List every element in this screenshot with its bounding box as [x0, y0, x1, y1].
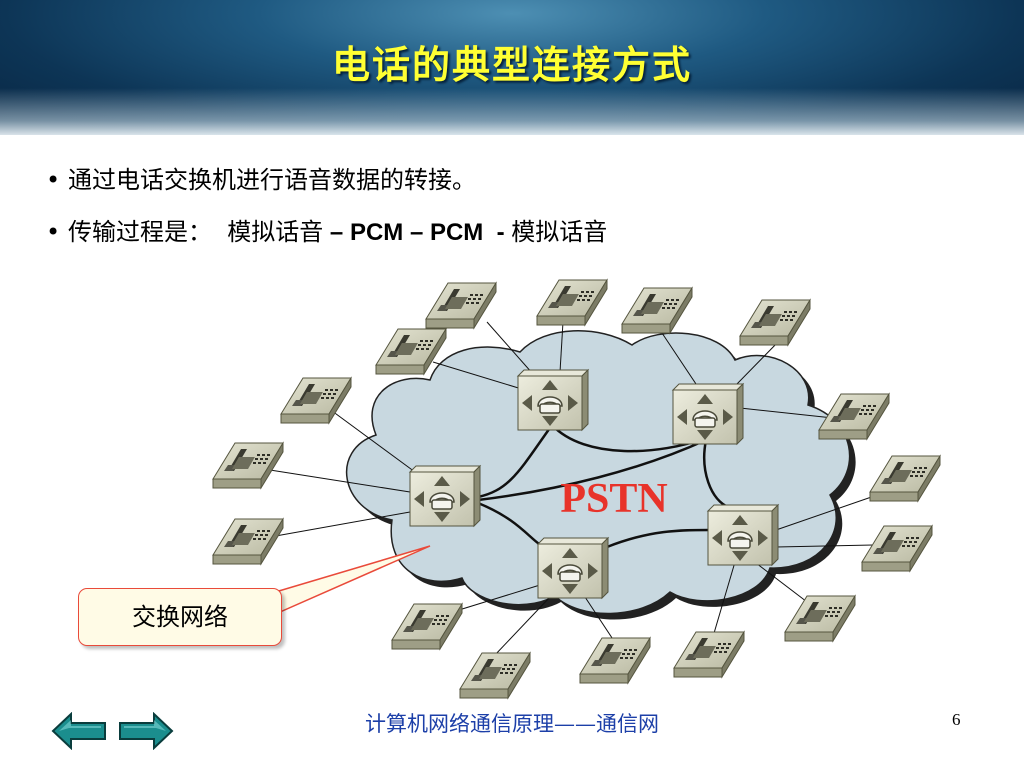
telephone-icon: [621, 287, 693, 334]
bullet-item-2: •传输过程是： 模拟话音 – PCM – PCM - 模拟话音: [46, 212, 607, 247]
telephone-icon: [425, 282, 497, 329]
telephone-icon: [869, 455, 941, 502]
telephone-icon: [818, 393, 890, 440]
callout-label: 交换网络: [78, 588, 282, 646]
switch-icon: [409, 465, 481, 527]
header-sheen: [0, 88, 1024, 135]
telephone-icon: [375, 328, 447, 375]
telephone-icon: [536, 279, 608, 326]
arrow-right-icon[interactable]: [118, 712, 174, 750]
telephone-icon: [784, 595, 856, 642]
telephone-icon: [739, 299, 811, 346]
network-label: PSTN: [560, 476, 667, 522]
switch-icon: [537, 537, 609, 599]
telephone-icon: [459, 652, 531, 699]
telephone-icon: [212, 518, 284, 565]
bullet-part-pcm: – PCM – PCM -: [323, 219, 512, 246]
switch-icon: [707, 504, 779, 566]
slide-title: 电话的典型连接方式: [331, 42, 692, 87]
callout-pointer: [260, 545, 431, 613]
switch-icon: [672, 383, 744, 445]
switch-icon: [517, 369, 589, 431]
page-number: 6: [952, 710, 961, 729]
telephone-icon: [391, 603, 463, 650]
telephone-icon: [280, 377, 352, 424]
bullet-prefix: 传输过程是：: [68, 218, 212, 246]
bullet-text: 通过电话交换机进行语音数据的转接。: [68, 166, 476, 194]
arrow-left-icon[interactable]: [51, 712, 107, 750]
bullet-marker: •: [46, 218, 61, 246]
bullet-part-analog-1: 模拟话音: [227, 218, 324, 246]
footer-text: 计算机网络通信原理——通信网: [365, 712, 659, 736]
bullet-part-analog-2: 模拟话音: [511, 218, 608, 246]
bullet-marker: •: [46, 166, 61, 194]
telephone-icon: [212, 442, 284, 489]
bullet-item-1: •通过电话交换机进行语音数据的转接。: [46, 160, 476, 195]
telephone-icon: [673, 631, 745, 678]
telephone-icon: [861, 525, 933, 572]
telephone-icon: [579, 637, 651, 684]
